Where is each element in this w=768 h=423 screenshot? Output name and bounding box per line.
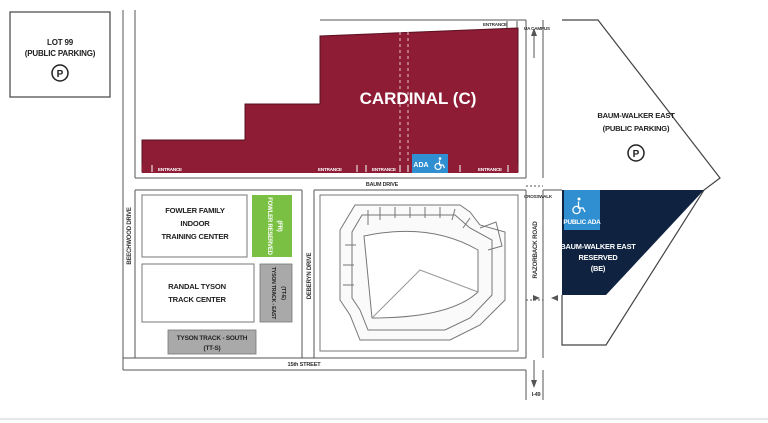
interstate-label: I-49 [532,392,541,398]
arrow-left-icon [551,295,558,301]
lot-99[interactable] [9,11,111,98]
cardinal-ada-label: ADA [413,162,428,169]
baum-drive-label: BAUM DRIVE [366,182,399,188]
crosswalk-label: CROSSWALK [524,194,553,199]
tyson-south-title: TYSON TRACK - SOUTH [177,335,248,342]
entrance-label-2: ENTRANCE [318,167,342,172]
public-ada-label: PUBLIC ADA [563,219,601,226]
tyson-south-lot[interactable] [167,329,257,355]
entrance-label-4: ENTRANCE [478,167,502,172]
arrow-up-icon [531,28,537,36]
fowler-reserved-title: FOWLER RESERVED [266,197,272,255]
lot-99-symbol: P [57,69,64,80]
arrow-right-icon [533,295,540,301]
fowler-building [141,194,248,258]
cardinal-title: CARDINAL (C) [360,89,477,108]
randal-tyson-building [141,263,255,323]
cardinal-dividers [399,32,409,172]
cardinal-entrance-strip [142,164,518,173]
tyson-east-lot[interactable] [259,263,293,323]
top-entrance-label: ENTRANCE [483,22,507,27]
arrow-down-icon [531,380,537,388]
lot-99-subtitle: (PUBLIC PARKING) [25,49,96,58]
randal-tyson-line1: RANDAL TYSON [168,282,226,291]
road-outlines [122,10,562,400]
entrance-markers: ENTRANCE ENTRANCE ENTRANCE ENTRANCE [151,165,509,172]
tyson-east-code: (TT-E) [280,286,286,300]
parking-icon [51,64,69,82]
baum-walker-east-lot[interactable] [561,19,721,346]
fowler-line1: FOWLER FAMILY [165,206,225,215]
fowler-reserved-code: (FR) [276,220,282,231]
entrance-label-3: ENTRANCE [372,167,396,172]
baum-walker-east-symbol: P [633,149,640,160]
deberyn-drive-label: DEBERYN DRIVE [307,253,313,300]
baum-walker-reserved-line2: RESERVED [579,253,619,262]
baum-walker-reserved-line3: (BE) [591,264,606,273]
wheelchair-icon [572,197,586,215]
randal-tyson-line2: TRACK CENTER [168,295,226,304]
fifteenth-street-label: 15th STREET [288,362,322,368]
razorback-road-label: RAZORBACK ROAD [532,221,539,279]
lot-99-title: LOT 99 [47,38,74,47]
entrance-label-1: ENTRANCE [158,167,182,172]
tyson-east-title: TYSON TRACK - EAST [270,267,276,320]
ua-campus-label: UA CAMPUS [524,26,550,31]
parking-icon [627,144,645,162]
wheelchair-icon [434,157,446,171]
beechwood-drive-label: BEECHWOOD DRIVE [127,207,133,265]
tyson-south-code: (TT-S) [204,345,221,352]
baum-walker-east-subtitle: (PUBLIC PARKING) [603,124,670,133]
stadium [339,204,506,341]
baum-walker-east-title: BAUM-WALKER EAST [597,111,675,120]
direction-arrows [531,28,558,388]
fowler-line2: INDOOR [180,219,210,228]
fowler-reserved-lot[interactable] [252,195,292,257]
public-ada-zone[interactable] [564,190,600,230]
baum-walker-reserved-line1: BAUM-WALKER EAST [560,242,636,251]
fowler-line3: TRAINING CENTER [161,232,229,241]
